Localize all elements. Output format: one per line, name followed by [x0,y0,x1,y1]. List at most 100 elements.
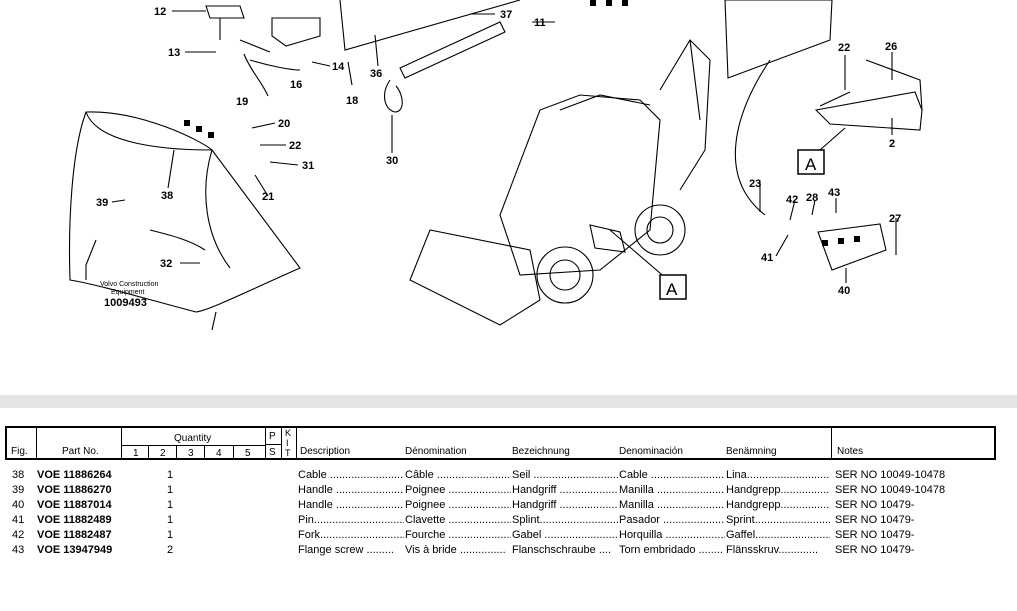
col-denominacion: Denominación [619,446,683,457]
table-row: 39 VOE 11886270 1 Handle ...............… [0,483,1017,498]
callout-39: 39 [96,197,108,209]
cell-qty: 1 [167,514,174,526]
cell-part-no: VOE 11886264 [37,469,112,481]
brand-line-1: Volvo Construction [100,281,158,288]
brand-line-2: Equipment [111,289,145,296]
col-description: Description [300,446,351,457]
callout-labels: 12 13 19 16 14 18 36 37 11 22 26 2 30 20… [96,6,901,297]
callout-14: 14 [332,61,345,73]
cell-notes: SER NO 10479- [835,499,915,511]
col-denomination: Dénomination [405,446,467,457]
cell-notes: SER NO 10049-10478 [835,484,946,496]
col-qty-3: 3 [188,448,194,459]
cell-part-no: VOE 11882487 [37,529,112,541]
cell-denomination: Fourche ............................... [405,529,511,541]
cell-notes: SER NO 10479- [835,514,915,526]
cell-fig: 39 [12,484,25,496]
cell-part-no: VOE 11887014 [37,499,112,511]
table-row: 43 VOE 13947949 2 Flange screw .........… [0,543,1017,558]
view-a-marker: A [797,149,825,175]
cell-notes: SER NO 10479- [835,544,915,556]
callout-2: 2 [889,138,895,150]
cell-fig: 41 [12,514,25,526]
cell-qty: 1 [167,529,174,541]
cell-benamning: Handgrepp............................. [726,484,830,496]
cell-benamning: Lina....................................… [726,469,830,481]
callout-26: 26 [885,41,897,53]
guard-panel-drawing [68,111,301,313]
col-benamning: Benämning [726,446,777,457]
col-notes: Notes [837,446,864,457]
callout-22b: 22 [289,140,301,152]
col-fig: Fig. [11,446,28,457]
col-bezeichnung: Bezeichnung [512,446,570,457]
col-kit-i: I [286,438,289,448]
callout-12: 12 [154,6,166,18]
cell-part-no: VOE 13947949 [37,544,113,556]
cell-denomination: Poignee ............................... [405,499,511,511]
view-a-marker-2: A [659,274,687,300]
cell-benamning: Gaffel..................................… [726,529,830,541]
svg-text:A: A [666,280,678,299]
callout-21: 21 [262,191,274,203]
callout-31: 31 [302,160,314,172]
cell-denominacion: Manilla ............................... [619,499,725,511]
callout-36: 36 [370,68,382,80]
cell-denominacion: Pasador ............................... [619,514,725,526]
svg-text:A: A [805,155,817,174]
cell-description: Cable .................................. [298,469,404,481]
cell-denomination: Clavette .............................. [405,514,511,526]
cell-bezeichnung: Handgriff ............................. [512,499,618,511]
cell-benamning: Handgrepp............................. [726,499,830,511]
cell-fig: 40 [12,499,25,511]
cell-description: Fork....................................… [298,529,404,541]
col-kit-t: T [285,448,291,458]
cell-denominacion: Manilla ............................... [619,484,725,496]
cell-bezeichnung: Gabel ..................................… [512,529,618,541]
cell-bezeichnung: Flanschschraube .... [512,544,612,556]
cell-denominacion: Cable ..................................… [619,469,725,481]
divider-band [0,395,1017,408]
cell-bezeichnung: Handgriff ............................. [512,484,618,496]
col-qty-1: 1 [133,448,139,459]
callout-19: 19 [236,96,248,108]
callout-40: 40 [838,285,850,297]
callout-23: 23 [749,178,761,190]
callout-28: 28 [806,192,818,204]
cell-description: Handle ................................. [298,499,404,511]
callout-42: 42 [786,194,798,206]
cell-denominacion: Horquilla ............................. [619,529,725,541]
callout-30: 30 [386,155,398,167]
table-row: 38 VOE 11886264 1 Cable ................… [0,468,1017,483]
callout-16: 16 [290,79,302,91]
col-quantity: Quantity [174,433,212,444]
col-kit-k: K [285,428,292,438]
col-qty-4: 4 [216,448,222,459]
cell-qty: 1 [167,499,174,511]
cell-fig: 38 [12,469,25,481]
callout-20: 20 [278,118,290,130]
cell-notes: SER NO 10479- [835,529,915,541]
cell-fig: 43 [12,544,25,556]
callout-18: 18 [346,95,358,107]
col-qty-2: 2 [160,448,166,459]
callout-11: 11 [534,17,546,29]
cell-description: Pin.....................................… [298,514,404,526]
col-s: S [269,447,276,458]
cell-benamning: Flänsskruv............. [726,544,819,556]
callout-32: 32 [160,258,172,270]
parts-table-header: Fig. Part No. Quantity 1 2 3 4 5 P S K I… [5,426,996,460]
cell-qty: 2 [167,544,174,556]
parts-diagram: 12 13 19 16 14 18 36 37 11 22 26 2 30 20… [68,0,923,331]
cell-denomination: Câble ..................................… [405,469,511,481]
col-part-no: Part No. [62,446,99,457]
callout-38: 38 [161,190,173,202]
callout-41: 41 [761,252,773,264]
cell-denominacion: Torn embridado ........ [619,544,723,556]
callout-22: 22 [838,42,850,54]
cell-benamning: Sprint..................................… [726,514,830,526]
cell-description: Handle ................................. [298,484,404,496]
cell-fig: 42 [12,529,25,541]
backhoe-loader-drawing [499,94,661,276]
cell-description: Flange screw ......... [298,544,394,556]
